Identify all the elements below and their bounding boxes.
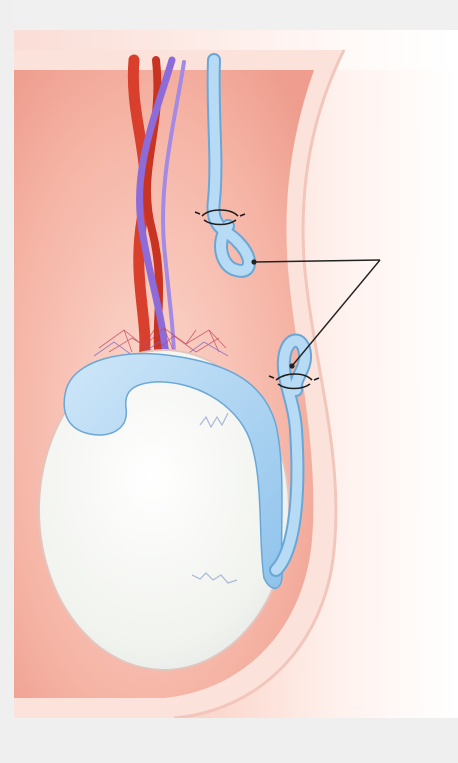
vasectomy-illustration — [14, 30, 458, 718]
top-margin-strip — [14, 0, 458, 30]
callout-dot-lower — [289, 363, 294, 368]
bottom-margin-strip — [14, 718, 458, 763]
callout-dot-upper — [251, 259, 256, 264]
